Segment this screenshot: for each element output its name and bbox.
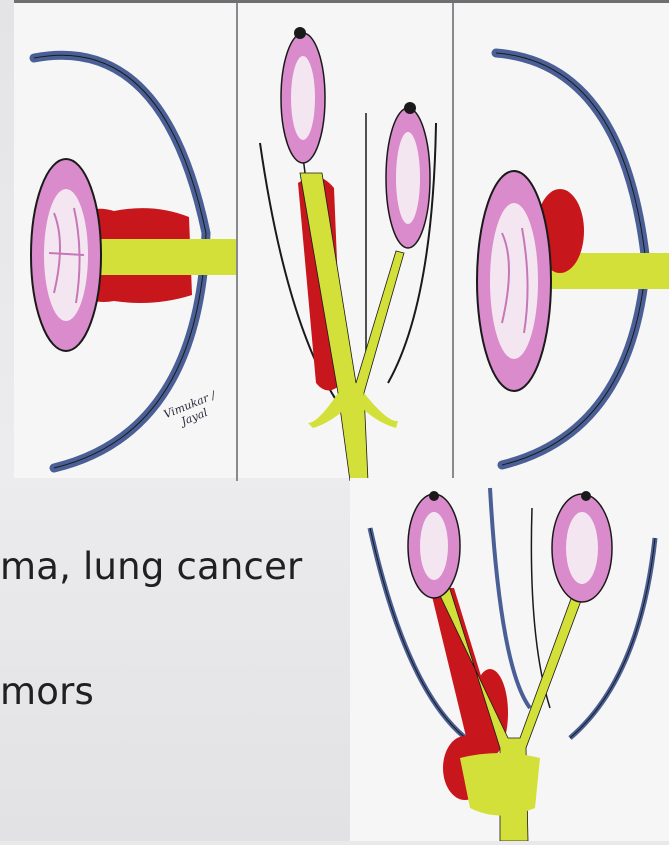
panel-4-drawing: [350, 478, 669, 841]
figure-strip: [14, 0, 669, 478]
figure-panel-4: [350, 478, 669, 841]
bullet-text-2: mors: [0, 670, 94, 713]
figure-panel-2: [238, 3, 452, 481]
figure-panel-3: [454, 3, 669, 481]
bronchus: [82, 239, 236, 275]
bullet-text-1: ma, lung cancer: [0, 545, 302, 588]
